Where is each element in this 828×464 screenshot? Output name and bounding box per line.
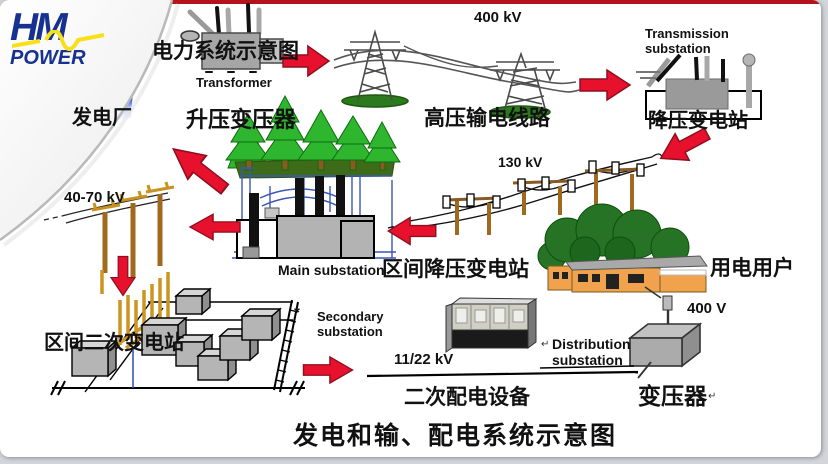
return-mark-distribution: ↵	[541, 339, 550, 350]
label-400kv: 400 kV	[474, 9, 522, 26]
flow-arrow-stepup-to-plant	[163, 136, 235, 202]
label-overlay-title: 电力系统示意图	[152, 40, 299, 63]
wood-poles-graphic	[43, 181, 175, 278]
label-transformer-cn: 变压器	[638, 383, 707, 409]
label-power-consumers: 用电用户	[710, 257, 794, 280]
round-trees-icon	[537, 203, 690, 271]
label-secondary-substation: Secondary substation	[317, 309, 384, 339]
logo-wave-icon	[12, 30, 105, 51]
top-red-strip	[0, 0, 821, 4]
house-icon	[547, 255, 708, 293]
label-district-step-down: 区间降压变电站	[382, 258, 529, 281]
label-40-70kv: 40-70 kV	[64, 189, 125, 206]
main-substation-graphic	[232, 167, 396, 259]
switchgear-cabinet-graphic	[445, 297, 538, 353]
label-distribution-substation: Distribution substation	[552, 336, 631, 369]
flow-arrow-130kv-to-main	[387, 216, 437, 246]
label-400v: 400 V	[687, 300, 727, 317]
label-district-secondary: 区间二次变电站	[44, 332, 184, 354]
bus-line-graphic	[366, 365, 639, 378]
secondary-substation-yard-graphic	[50, 270, 305, 396]
line-130kv-graphic	[387, 153, 663, 235]
logo-power-text: POWER	[10, 47, 86, 69]
label-main-substation: Main substation	[278, 262, 385, 278]
label-secondary-distribution: 二次配电设备	[404, 386, 530, 409]
hm-power-logo: HM POWER	[10, 8, 140, 68]
label-step-down-substation: 降压变电站	[648, 110, 748, 132]
label-11-22kv: 11/22 kV	[394, 351, 454, 368]
presentation-slide: HM POWER 发电厂 电力系统示意图 Transformer 升压变压器 4…	[0, 0, 821, 457]
transmission-tower-icon	[333, 29, 580, 119]
transmission-substation-graphic	[636, 53, 762, 120]
flow-arrow-yard-to-bus	[302, 356, 354, 384]
distribution-transformer-graphic	[627, 286, 703, 379]
return-mark-transformer: ↵	[708, 391, 717, 402]
diagram-art-layer	[0, 0, 762, 396]
transformer-graphic	[180, 3, 284, 73]
page-curl-icon	[0, 0, 180, 247]
label-step-up-transformer: 升压变压器	[186, 107, 297, 132]
label-transformer-en: Transformer	[196, 75, 272, 90]
label-130kv: 130 kV	[498, 154, 543, 170]
flow-arrow-lines-to-substation	[579, 69, 631, 101]
slide-bottom-title: 发电和输、配电系统示意图	[293, 422, 618, 450]
label-power-plant: 发电厂	[72, 107, 132, 129]
label-footnote-mark: *	[294, 304, 300, 321]
pine-trees-icon	[225, 94, 401, 179]
flow-arrow-main-to-4070kv	[189, 213, 241, 241]
label-transmission-substation: Transmission substation	[645, 26, 729, 56]
label-hv-lines: 高压输电线路	[424, 107, 550, 130]
